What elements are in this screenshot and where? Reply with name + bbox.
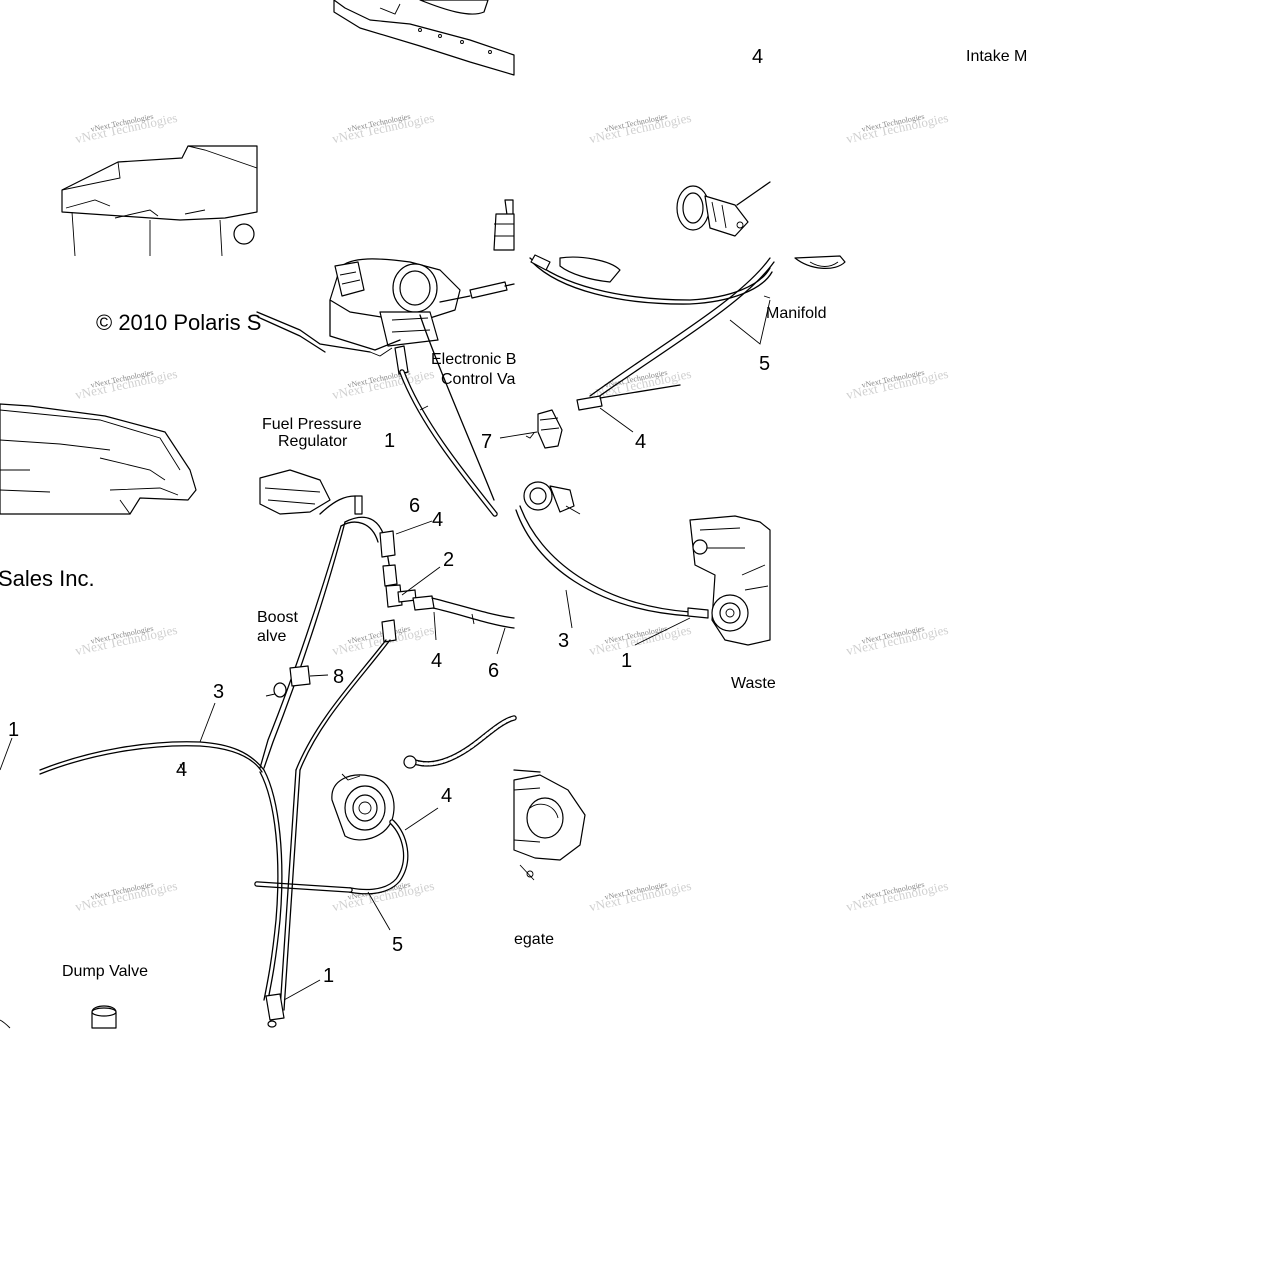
label-wastegate-left: Waste bbox=[731, 675, 776, 692]
label-dump-valve: Dump Valve bbox=[62, 963, 148, 980]
boost-valve-drawing bbox=[259, 469, 517, 771]
callout-number: 7 bbox=[481, 431, 492, 453]
copyright-right: Sales Inc. bbox=[0, 566, 95, 591]
callout-number: 1 bbox=[621, 650, 632, 672]
label-ebcv-line2: Control Va bbox=[441, 371, 516, 388]
label-boost-valve-line1: Boost bbox=[257, 609, 298, 626]
callout-number: 4 bbox=[431, 650, 442, 672]
callout-number: 5 bbox=[392, 934, 403, 956]
callout-number: 6 bbox=[409, 495, 420, 517]
hose-3-drawing bbox=[0, 702, 265, 775]
label-wastegate-right: egate bbox=[514, 931, 554, 948]
top-bracket-drawing bbox=[333, 0, 515, 76]
throttle-body-drawing bbox=[256, 199, 515, 517]
callout-number: 1 bbox=[323, 965, 334, 987]
callout-number: 3 bbox=[213, 681, 224, 703]
callout-number: 4 bbox=[752, 46, 763, 68]
turbo-drawing bbox=[254, 769, 439, 1028]
callout-number: 4 bbox=[176, 759, 187, 781]
label-ebcv-line1: Electronic B bbox=[431, 351, 516, 368]
callout-number: 4 bbox=[432, 509, 443, 531]
label-manifold: Manifold bbox=[766, 305, 826, 322]
callout-number: 1 bbox=[384, 430, 395, 452]
callout-number: 6 bbox=[488, 660, 499, 682]
callout-number: 1 bbox=[8, 719, 19, 741]
label-boost-valve-line2: alve bbox=[257, 628, 286, 645]
intake-manifold-drawing bbox=[499, 181, 846, 449]
copyright-left: © 2010 Polaris S bbox=[96, 310, 261, 335]
callout-number: 3 bbox=[558, 630, 569, 652]
airbox-lower-drawing bbox=[0, 403, 197, 515]
label-intake-manifold: Intake M bbox=[966, 48, 1027, 65]
callout-number: 4 bbox=[441, 785, 452, 807]
callout-number: 8 bbox=[333, 666, 344, 688]
label-fuel-pressure-line2: Regulator bbox=[278, 433, 348, 450]
wastegate-lower-drawing bbox=[513, 769, 586, 881]
dump-valve-drawing bbox=[0, 1005, 117, 1029]
callout-number: 2 bbox=[443, 549, 454, 571]
label-fuel-pressure-line1: Fuel Pressure bbox=[262, 416, 362, 433]
wastegate-drawing bbox=[515, 481, 771, 646]
airbox-top-drawing bbox=[61, 145, 258, 257]
callout-number: 4 bbox=[635, 431, 646, 453]
callout-number: 5 bbox=[759, 353, 770, 375]
